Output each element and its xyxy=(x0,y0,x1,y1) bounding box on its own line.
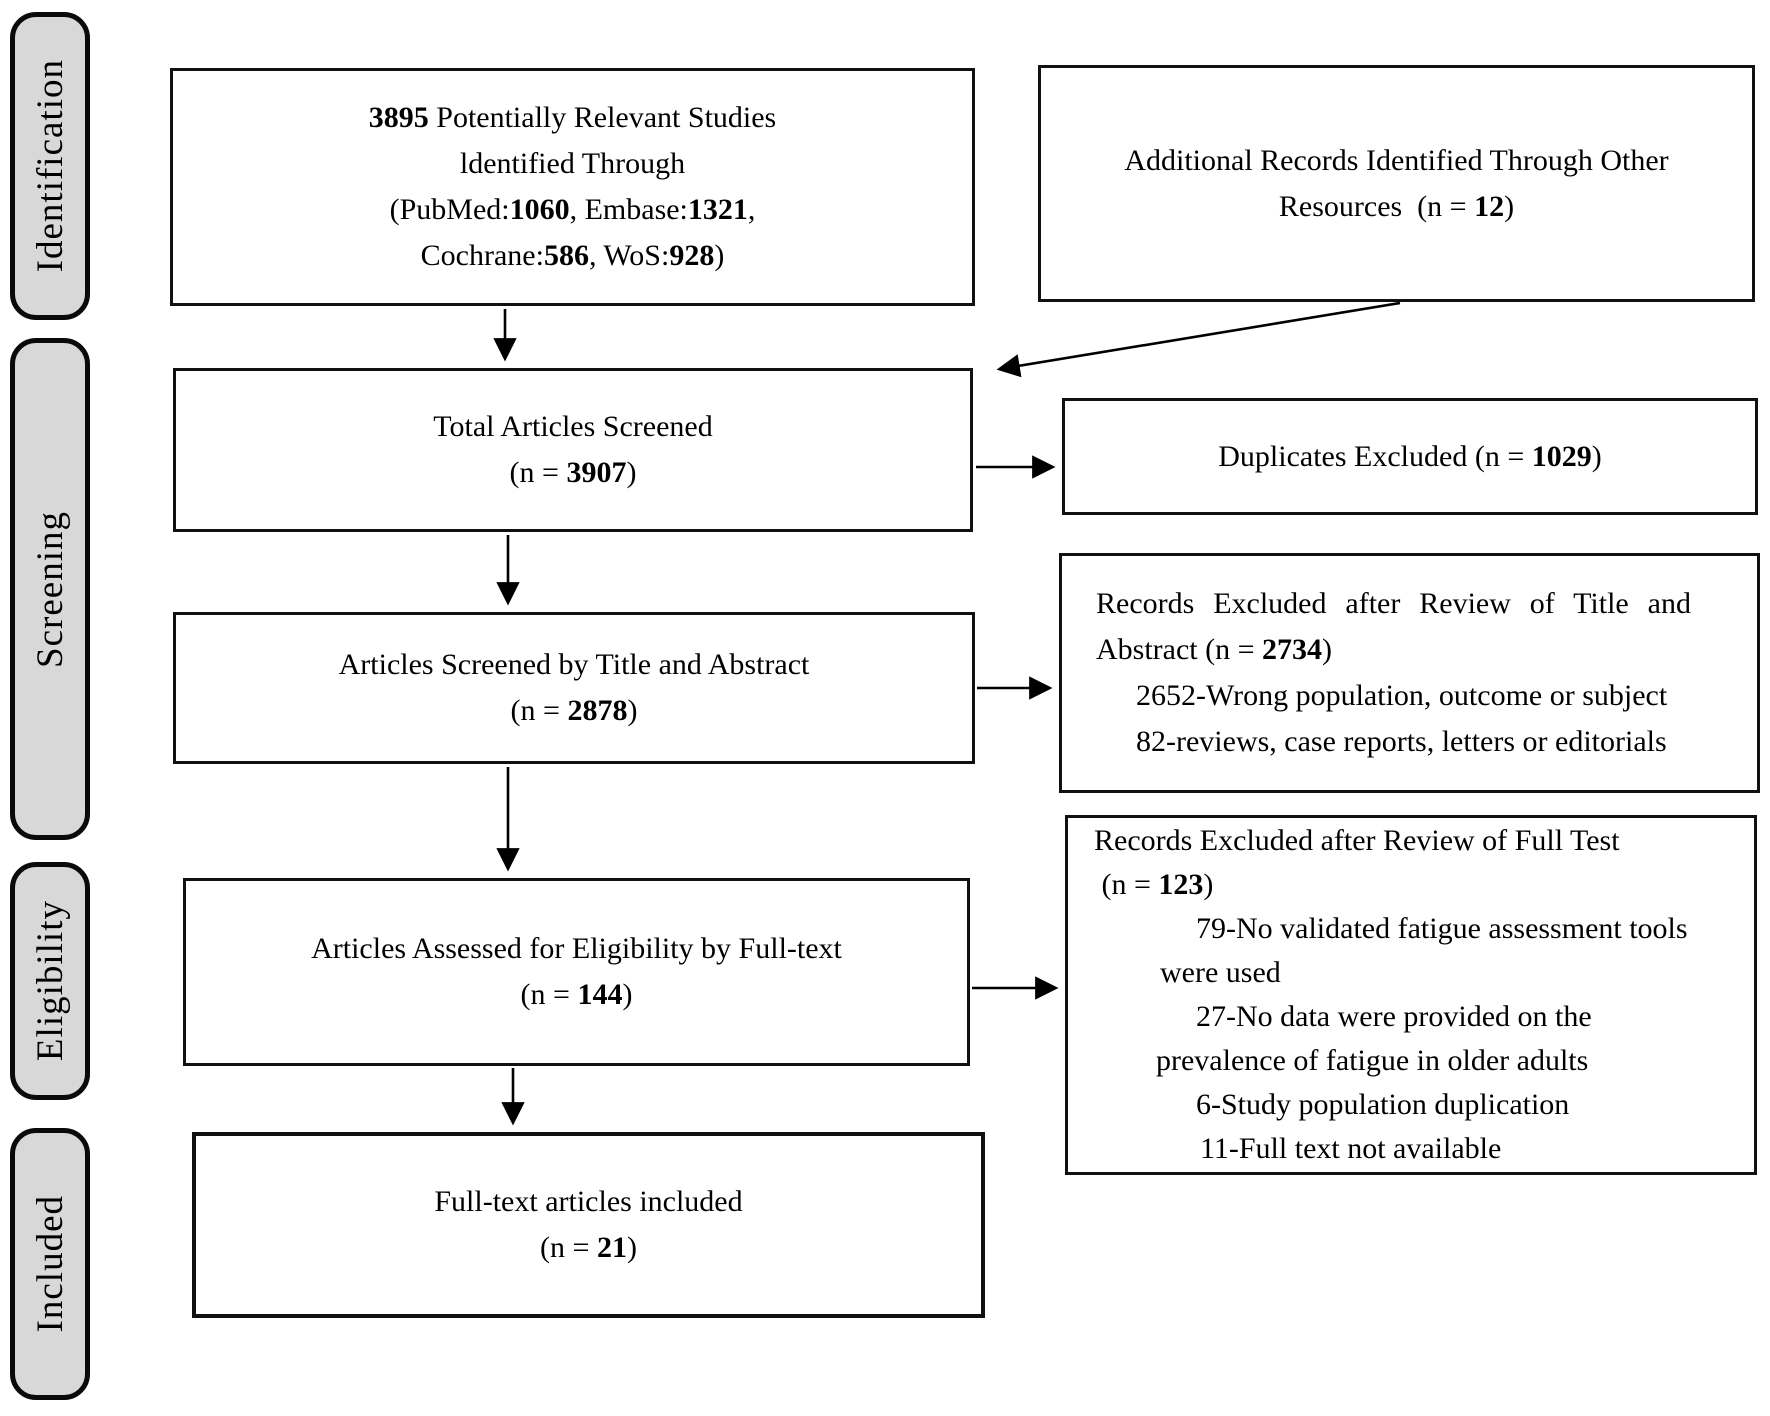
box-text-line: Records Excluded after Review of Title a… xyxy=(1096,587,1691,620)
box-excluded-full-text: Records Excluded after Review of Full Te… xyxy=(1065,815,1757,1175)
box-text-line: Resources (n = 12) xyxy=(1278,189,1515,223)
box-text-line: (n = 144) xyxy=(520,978,633,1011)
box-text-line: Articles Assessed for Eligibility by Ful… xyxy=(311,932,842,965)
box-potentially-relevant-studies: 3895 Potentially Relevant Studies ldenti… xyxy=(170,68,975,306)
stage-label-identification: Identification xyxy=(10,12,90,320)
box-full-text-included: Full-text articles included (n = 21) xyxy=(192,1132,985,1318)
box-screened-title-abstract: Articles Screened by Title and Abstract … xyxy=(173,612,975,764)
box-text-line: Total Articles Screened xyxy=(433,410,713,443)
box-text-line: Abstract (n = 2734) xyxy=(1096,633,1333,666)
box-text-line: (n = 3907) xyxy=(509,456,637,489)
box-text-line: Full-text articles included xyxy=(434,1185,743,1218)
box-text-line: ldentified Through xyxy=(459,147,686,180)
box-text-line: were used xyxy=(1160,956,1281,989)
box-text-line: 79-No validated fatigue assessment tools xyxy=(1196,912,1688,945)
box-text-line: Duplicates Excluded (n = 1029) xyxy=(1218,439,1602,473)
box-text-line: (n = 123) xyxy=(1094,868,1214,901)
box-text-line: Additional Records Identified Through Ot… xyxy=(1124,143,1669,177)
stage-label-screening: Screening xyxy=(10,338,90,840)
box-text-line: (PubMed:1060, Embase:1321, xyxy=(389,193,756,226)
stage-label-screening-text: Screening xyxy=(29,510,71,668)
stage-label-included: Included xyxy=(10,1128,90,1400)
box-text-line: (n = 21) xyxy=(540,1231,637,1264)
box-text-line: 11-Full text not available xyxy=(1200,1132,1502,1165)
box-text-line: 82-reviews, case reports, letters or edi… xyxy=(1136,725,1667,758)
box-duplicates-excluded: Duplicates Excluded (n = 1029) xyxy=(1062,398,1758,515)
stage-label-eligibility: Eligibility xyxy=(10,862,90,1100)
box-total-articles-screened: Total Articles Screened (n = 3907) xyxy=(173,368,973,532)
arrow-additional-to-screened xyxy=(996,301,1401,378)
box-text-line: Cochrane:586, WoS:928) xyxy=(420,239,725,272)
box-text-line: Records Excluded after Review of Full Te… xyxy=(1094,824,1620,857)
box-additional-records: Additional Records Identified Through Ot… xyxy=(1038,65,1755,302)
box-text-line: Articles Screened by Title and Abstract xyxy=(338,648,810,681)
box-assessed-eligibility: Articles Assessed for Eligibility by Ful… xyxy=(183,878,970,1066)
box-text-line: (n = 2878) xyxy=(510,694,638,727)
box-excluded-title-abstract: Records Excluded after Review of Title a… xyxy=(1059,553,1760,793)
box-text-line: 2652-Wrong population, outcome or subjec… xyxy=(1136,679,1668,712)
stage-label-eligibility-text: Eligibility xyxy=(29,900,71,1062)
stage-label-included-text: Included xyxy=(29,1195,71,1333)
box-text-line: prevalence of fatigue in older adults xyxy=(1156,1044,1589,1077)
box-text-line: 3895 Potentially Relevant Studies xyxy=(368,101,777,134)
box-text-line: 27-No data were provided on the xyxy=(1196,1000,1592,1033)
stage-label-identification-text: Identification xyxy=(29,59,71,273)
box-text-line: 6-Study population duplication xyxy=(1196,1088,1570,1121)
